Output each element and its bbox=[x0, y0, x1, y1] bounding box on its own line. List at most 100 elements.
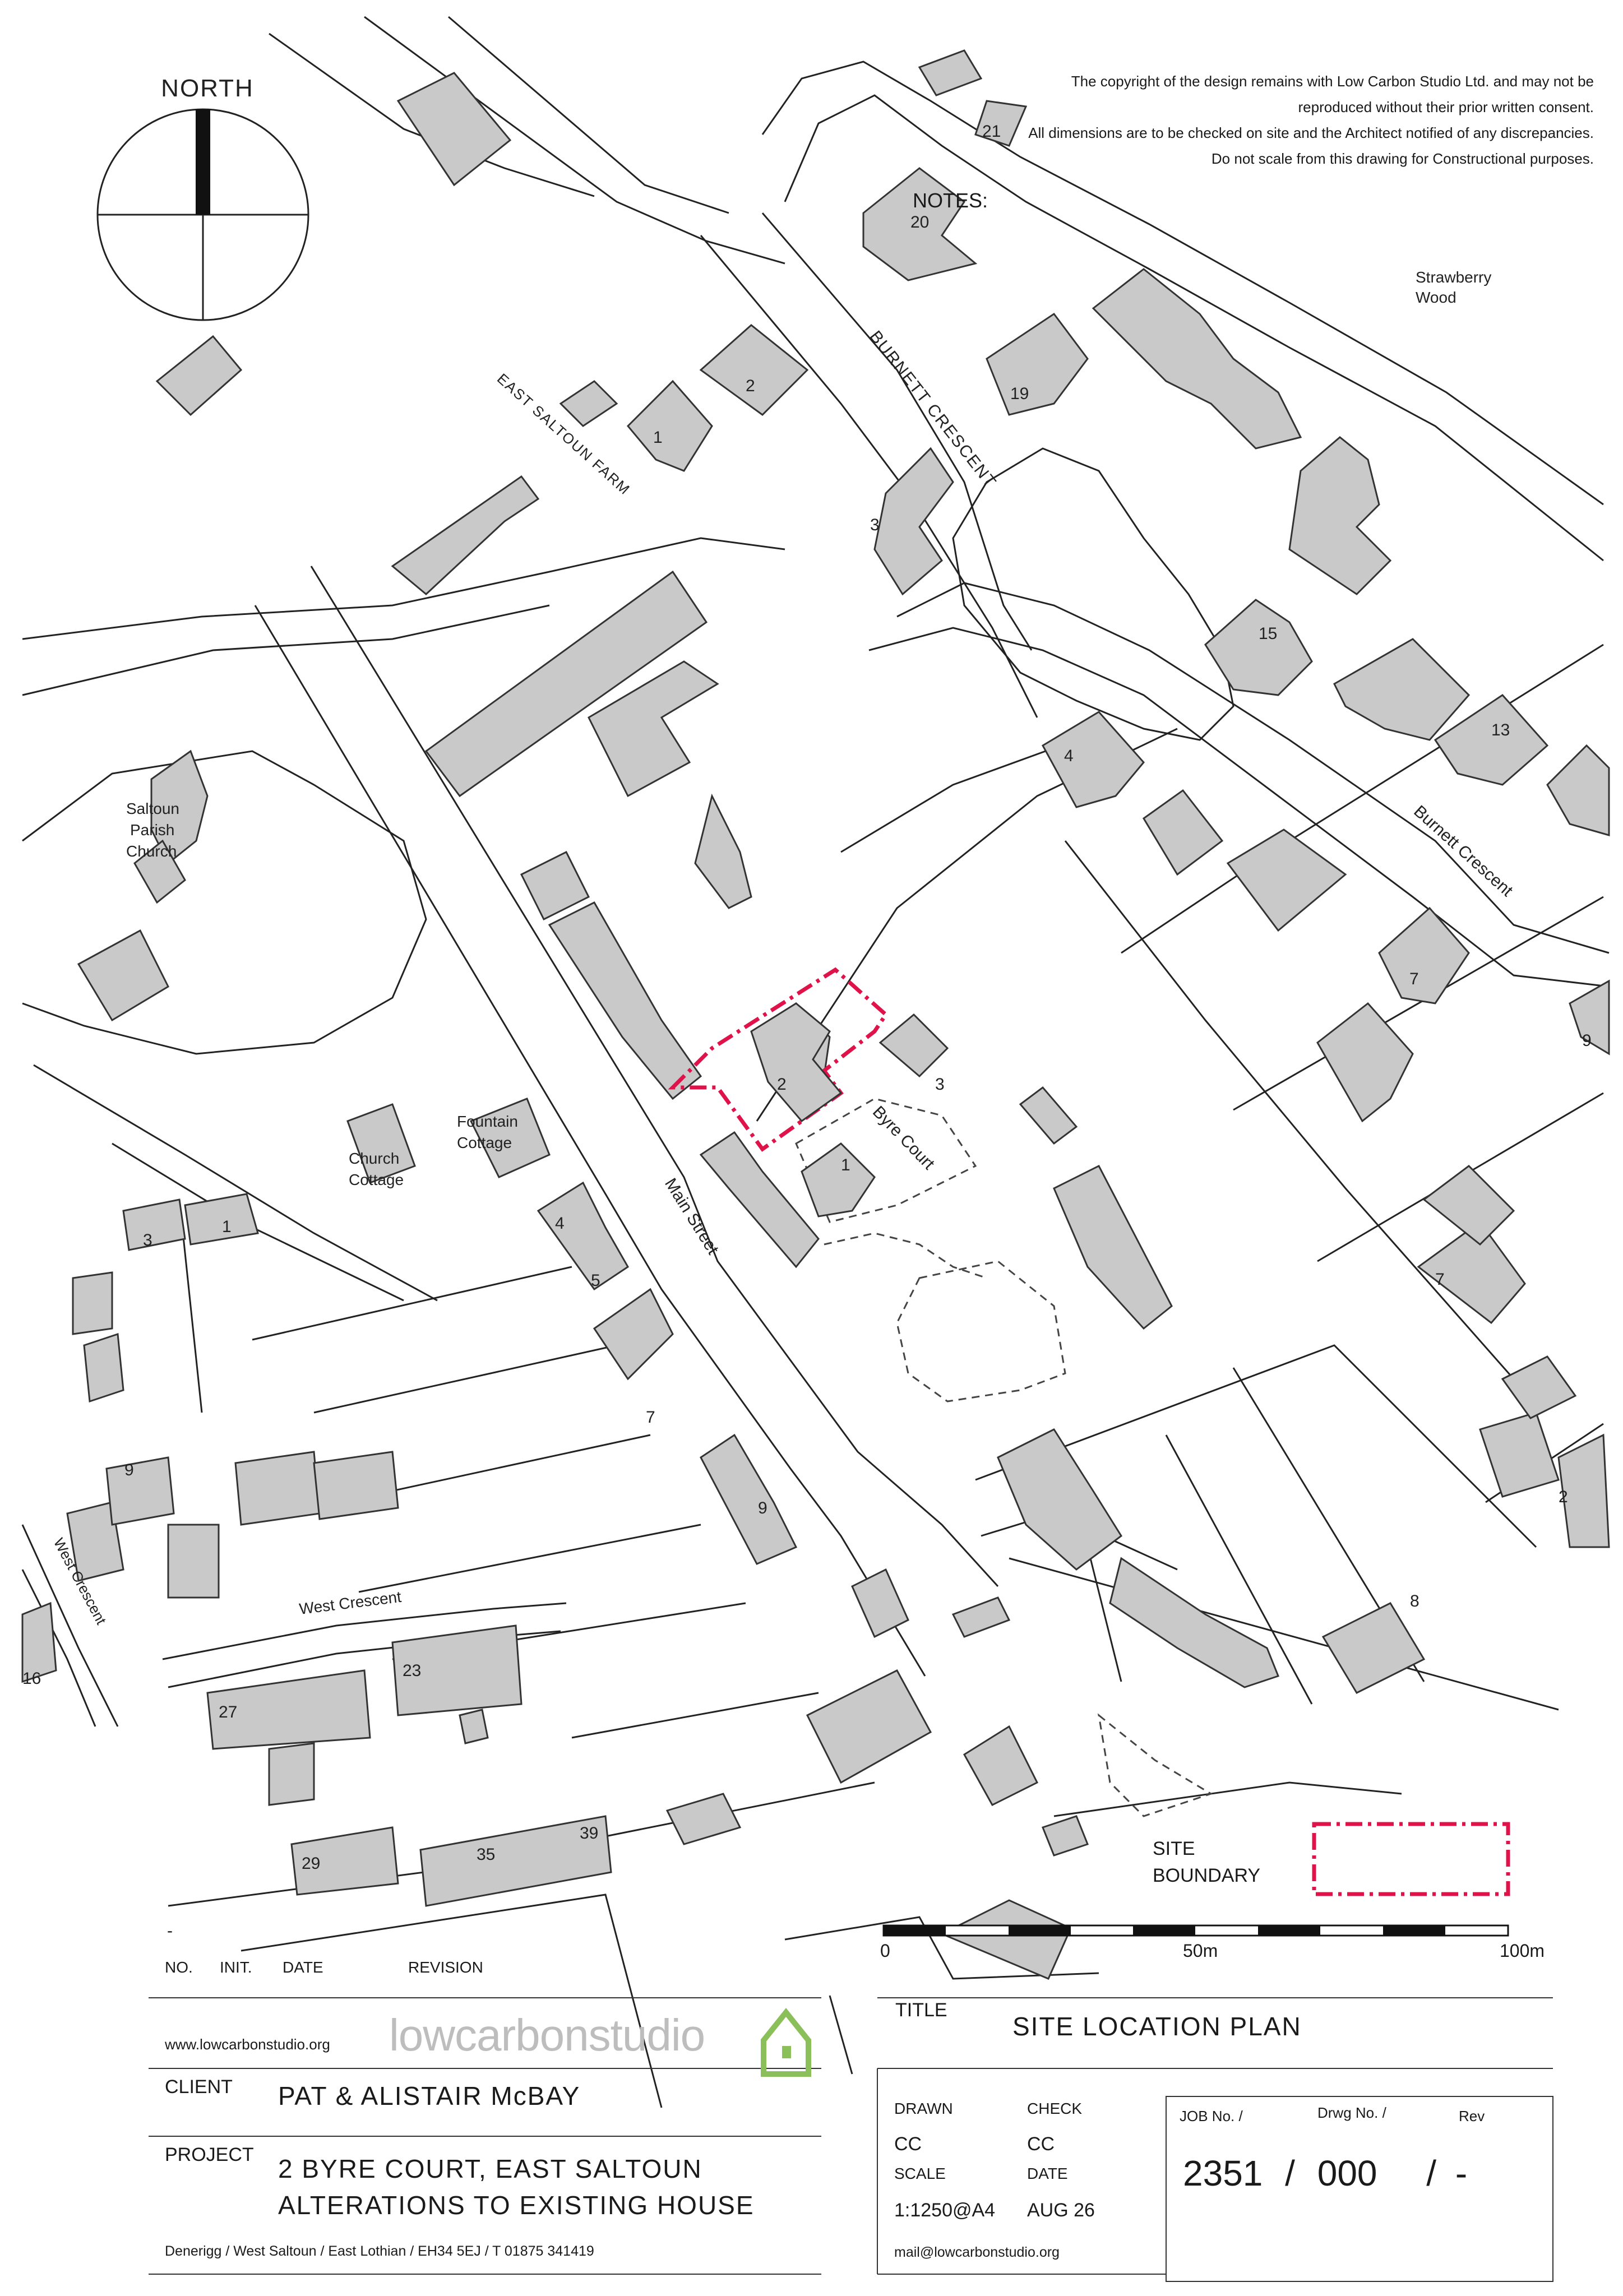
job-number: 2351 / 000 / - bbox=[1183, 2152, 1467, 2194]
building bbox=[665, 1793, 742, 1845]
building bbox=[290, 1826, 399, 1896]
revision-header-no: NO. bbox=[165, 1959, 193, 1976]
house-number: 2 bbox=[777, 1075, 787, 1094]
logo-text: lowcarbonstudio bbox=[389, 2010, 705, 2060]
house-number: 2 bbox=[746, 377, 755, 395]
drawn-label: DRAWN bbox=[894, 2100, 953, 2117]
building bbox=[419, 1815, 612, 1907]
rev-label: Rev bbox=[1459, 2108, 1485, 2124]
house-number: 5 bbox=[591, 1271, 600, 1290]
scale-label: SCALE bbox=[894, 2165, 946, 2182]
title-block-lines bbox=[149, 1997, 1553, 2282]
building bbox=[206, 1669, 371, 1750]
building bbox=[313, 1451, 399, 1520]
site-boundary-label-line: SITE bbox=[1153, 1838, 1195, 1859]
building bbox=[234, 1451, 321, 1526]
project-line: 2 BYRE COURT, EAST SALTOUN bbox=[278, 2154, 702, 2183]
site-boundary-legend bbox=[1312, 1822, 1510, 1896]
east-saltoun-farm-label: EAST SALTOUN FARM bbox=[494, 370, 634, 498]
church-label: Parish bbox=[130, 821, 174, 839]
title-label: TITLE bbox=[895, 1999, 947, 2021]
building bbox=[873, 447, 954, 596]
building bbox=[548, 901, 702, 1100]
building bbox=[396, 72, 512, 187]
building bbox=[593, 1288, 674, 1381]
rev-separator: / bbox=[1426, 2153, 1437, 2193]
building bbox=[469, 1098, 551, 1178]
drawing-title: SITE LOCATION PLAN bbox=[1012, 2012, 1302, 2041]
west-crescent-road-label: West Crescent bbox=[298, 1588, 403, 1618]
building bbox=[1288, 436, 1392, 595]
church-label: Saltoun bbox=[126, 800, 179, 817]
building bbox=[1109, 1557, 1279, 1688]
house-number: 1 bbox=[841, 1156, 850, 1174]
building bbox=[83, 1332, 124, 1403]
church-label: Church bbox=[126, 843, 177, 860]
building bbox=[1378, 906, 1470, 1004]
building bbox=[806, 1669, 932, 1784]
drawing-number-value: 000 bbox=[1317, 2153, 1377, 2193]
house-number: 2 bbox=[1559, 1488, 1568, 1506]
building bbox=[66, 1501, 124, 1582]
house-number: 39 bbox=[580, 1824, 598, 1843]
building bbox=[963, 1725, 1039, 1806]
house-number: 7 bbox=[1409, 970, 1419, 988]
building bbox=[1434, 694, 1549, 786]
house-number: 7 bbox=[646, 1408, 655, 1427]
building bbox=[1019, 1086, 1078, 1145]
building bbox=[974, 100, 1028, 147]
building bbox=[391, 1624, 522, 1716]
north-arrow: NORTH bbox=[96, 75, 309, 321]
project-line: ALTERATIONS TO EXISTING HOUSE bbox=[278, 2191, 755, 2220]
building bbox=[694, 793, 752, 909]
copyright-note: The copyright of the design remains with… bbox=[1028, 68, 1594, 172]
building bbox=[951, 1596, 1011, 1638]
check-value: CC bbox=[1027, 2133, 1055, 2155]
house-number: 23 bbox=[403, 1661, 421, 1680]
main-street-label: Main Street bbox=[661, 1175, 723, 1258]
house-number: 7 bbox=[1435, 1270, 1445, 1289]
house-number: 21 bbox=[982, 122, 1001, 141]
house-number: 8 bbox=[1410, 1592, 1419, 1610]
building bbox=[626, 379, 713, 472]
building bbox=[133, 839, 186, 904]
site-boundary bbox=[668, 967, 889, 1152]
building bbox=[559, 380, 618, 427]
house-number: 15 bbox=[1259, 624, 1277, 643]
site-boundary-label: SITE BOUNDARY bbox=[1153, 1835, 1260, 1889]
building bbox=[155, 335, 243, 416]
house-number: 19 bbox=[1010, 385, 1029, 403]
house-number: 20 bbox=[910, 213, 929, 232]
building bbox=[700, 1433, 798, 1565]
copyright-line: Do not scale from this drawing for Const… bbox=[1211, 150, 1594, 167]
building bbox=[1557, 1433, 1610, 1548]
client-label: CLIENT bbox=[165, 2076, 233, 2098]
building bbox=[1053, 1164, 1173, 1330]
scale-value: 1:1250@A4 bbox=[894, 2200, 996, 2221]
building bbox=[1501, 1355, 1577, 1419]
building bbox=[1569, 979, 1610, 1056]
buildings bbox=[21, 49, 1610, 1980]
revision-header-date: DATE bbox=[283, 1959, 323, 1976]
date-label: DATE bbox=[1027, 2165, 1068, 2182]
building bbox=[918, 49, 983, 96]
building bbox=[699, 1131, 820, 1269]
building bbox=[77, 929, 169, 1022]
house-number: 9 bbox=[1582, 1031, 1592, 1050]
logo-house-icon bbox=[761, 2007, 811, 2077]
building bbox=[424, 570, 708, 798]
building bbox=[1321, 1602, 1426, 1694]
house-number: 27 bbox=[219, 1703, 237, 1721]
building bbox=[986, 312, 1089, 416]
fountain-cottage-label: Cottage bbox=[457, 1134, 512, 1151]
revision-header-init: INIT. bbox=[220, 1959, 252, 1976]
house-number: 35 bbox=[477, 1845, 495, 1864]
house-number: 9 bbox=[758, 1499, 767, 1517]
building bbox=[1226, 828, 1347, 932]
house-number: 3 bbox=[143, 1231, 152, 1249]
scale-tick-0: 0 bbox=[880, 1941, 890, 1961]
church-cottage-label: Church bbox=[349, 1150, 399, 1167]
church-cottage-label: Cottage bbox=[349, 1171, 404, 1188]
building bbox=[1422, 1165, 1515, 1246]
